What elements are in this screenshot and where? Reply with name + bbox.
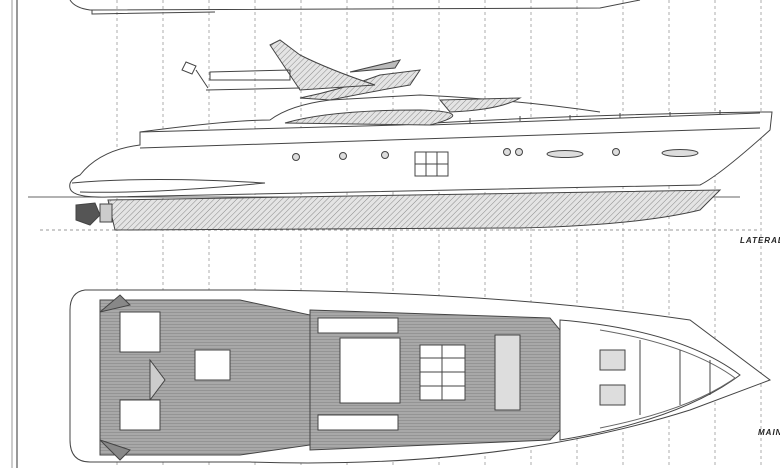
frame-border [11,0,18,468]
view-label-main: MAIN [758,428,780,437]
yacht-main-deck-plan [69,289,772,464]
upper-view-hull [69,0,641,15]
yacht-profile-view [28,39,773,231]
view-label-lateral: LATERAL [740,236,780,245]
